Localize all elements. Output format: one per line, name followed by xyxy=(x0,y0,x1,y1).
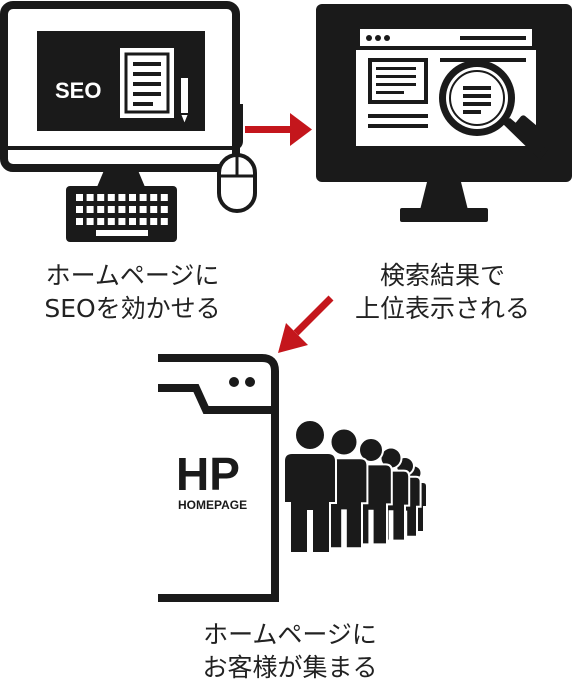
crowd-icon xyxy=(283,419,428,554)
homepage-title: HP xyxy=(176,448,240,500)
homepage-subtitle: HOMEPAGE xyxy=(178,498,247,512)
keyboard-icon xyxy=(66,186,177,242)
document-pencil-icon xyxy=(118,46,191,128)
step-label-search: 検索結果で 上位表示される xyxy=(320,259,565,325)
step-label-visitors-line1: ホームページに xyxy=(203,620,377,649)
magnifier-icon xyxy=(439,60,551,160)
flow-arrow-right xyxy=(245,113,312,146)
step-label-search-line2: 上位表示される xyxy=(354,294,530,323)
step-label-visitors-line2: お客様が集まる xyxy=(202,653,378,682)
step-label-seo-line2: SEOを効かせる xyxy=(44,294,221,323)
flow-arrow-down-left xyxy=(278,295,334,353)
step-label-search-line1: 検索結果で xyxy=(379,261,505,290)
seo-screen-text: SEO xyxy=(55,78,101,103)
browser-window-icon xyxy=(158,354,279,602)
step-label-seo: ホームページに SEOを効かせる xyxy=(10,259,255,325)
step-label-visitors: ホームページに お客様が集まる xyxy=(160,618,420,684)
mouse-icon xyxy=(217,104,257,213)
step-label-seo-line1: ホームページに xyxy=(45,261,220,290)
